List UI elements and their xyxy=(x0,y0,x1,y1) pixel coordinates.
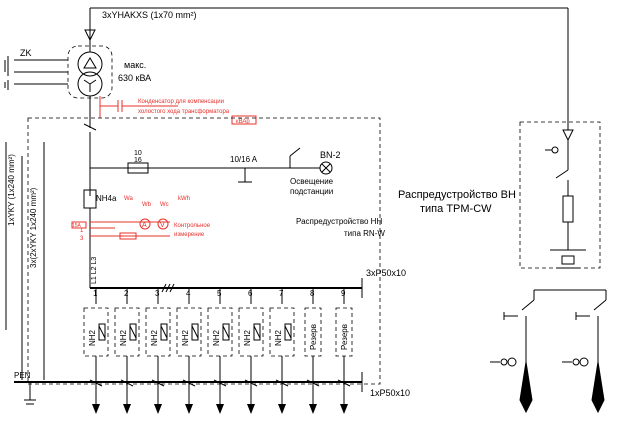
feeder-arrow-icon xyxy=(278,404,286,414)
feeder-arrow-icon xyxy=(123,404,131,414)
lv-label-1: Распредустройство НН xyxy=(296,217,382,226)
zk-label: ZK xyxy=(20,48,32,58)
reserve-label: Резерв xyxy=(309,324,318,350)
feeder-arrow-icon xyxy=(340,404,348,414)
lighting-label-2: подстанции xyxy=(290,187,333,196)
nh2-label: NH2 xyxy=(181,329,190,346)
nh2-label: NH2 xyxy=(243,329,252,346)
lv-switchgear-frame xyxy=(27,117,381,385)
capacitor: Конденсатор для компенсации холостого хо… xyxy=(99,96,257,125)
feeder-arrow-icon xyxy=(154,404,162,414)
busbar-top-label: 3xP50x10 xyxy=(366,268,406,278)
hv-label-1: Распредустройство ВН xyxy=(398,189,516,201)
cable-1-label: 1xYKY (1x240 mm²) xyxy=(7,154,16,226)
capacitor-label-1: Конденсатор для компенсации xyxy=(138,99,224,105)
nh4a-label: NH4a xyxy=(96,194,117,203)
volt-label: V xyxy=(160,222,165,229)
control-label-2: измерение xyxy=(174,232,205,238)
ct-label: 15A xyxy=(72,223,82,229)
zk-earthing: ZK xyxy=(4,48,68,90)
capacitor-label-2: холостого хода трансформатора xyxy=(138,109,230,115)
feeder-arrow-icon xyxy=(216,404,224,414)
lighting-label-1: Освещение xyxy=(290,177,334,186)
feeder-arrow-icon xyxy=(309,404,317,414)
meter-1-label: Wa xyxy=(124,196,133,202)
busbar-top: 3xP50x10 xyxy=(90,268,406,298)
hv-switchgear: Распредустройство ВН типа TPM-CW xyxy=(398,121,607,414)
transformer-max-label: макс. xyxy=(124,60,146,70)
incoming-cable: 3xYHAKXS (1x70 mm²) xyxy=(84,7,574,142)
fuse-16-label: 16 xyxy=(134,157,142,164)
nh4a-fuse: NH4a xyxy=(83,189,117,288)
busbar-bottom-label: 1xP50x10 xyxy=(370,388,410,398)
fuse-10-label: 10 xyxy=(134,150,142,157)
feeder-arrow-icon xyxy=(92,404,100,414)
nh2-label: NH2 xyxy=(88,329,97,346)
meter-2-label: Wb xyxy=(142,202,152,208)
lv-label-2: типа RN-W xyxy=(344,229,385,238)
nh2-label: NH2 xyxy=(212,329,221,346)
phases-label: L1 L2 L3 xyxy=(91,257,98,284)
amp-label: A xyxy=(142,222,147,229)
ct-one-label: 1 xyxy=(80,228,84,234)
lighting-fuse-label: 10/16 A xyxy=(230,155,258,164)
transformer-power-label: 630 кВА xyxy=(118,73,151,83)
meter-4-label: kWh xyxy=(178,196,190,202)
control-label-1: Контрольное xyxy=(174,223,211,229)
lighting-branch: 10 16 10/16 A BN-2 Освещение подстанции xyxy=(90,147,341,196)
feeder-arrow-icon xyxy=(247,404,255,414)
nh2-label: NH2 xyxy=(274,329,283,346)
capacitor-box-label: кВАр xyxy=(236,119,250,125)
bn-label: BN-2 xyxy=(320,150,341,160)
nh2-label: NH2 xyxy=(150,329,159,346)
nh2-label: NH2 xyxy=(119,329,128,346)
hv-label-2: типа TPM-CW xyxy=(420,203,492,215)
reserve-label: Резерв xyxy=(340,324,349,350)
busbar-pen: PEN 1xP50x10 xyxy=(14,371,410,405)
meter-3-label: Wc xyxy=(160,202,169,208)
main-breaker xyxy=(83,123,97,168)
cable-2-label: 3x(2xYKY 1x240 mm²) xyxy=(29,187,38,268)
cable-in-label: 3xYHAKXS (1x70 mm²) xyxy=(102,10,197,20)
feeder-arrow-icon xyxy=(185,404,193,414)
ct-num-label: 3 xyxy=(80,236,84,242)
pen-label: PEN xyxy=(14,371,31,380)
meters: Wa Wb Wc kWh 15A 3 1 A V Контрольное изм… xyxy=(71,196,211,242)
